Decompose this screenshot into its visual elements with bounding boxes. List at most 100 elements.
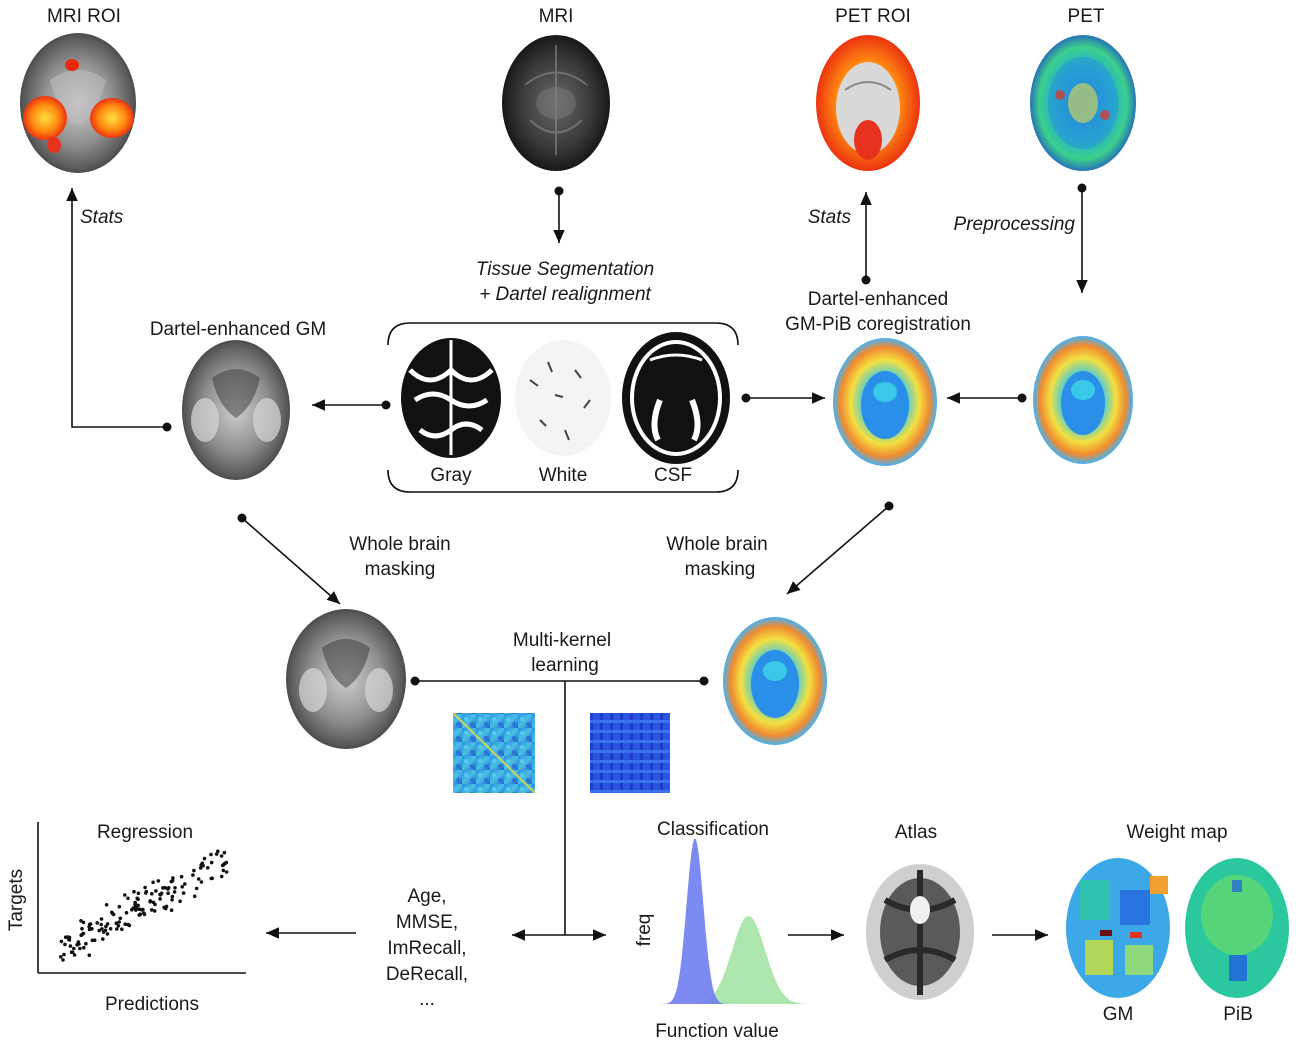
weight-map-title: Weight map bbox=[1126, 822, 1227, 843]
weight-map-label-gm: GM bbox=[1103, 1004, 1134, 1025]
regression-point bbox=[219, 854, 224, 858]
tissue-label-white: White bbox=[539, 465, 588, 486]
regression-point bbox=[126, 922, 130, 927]
regression-point bbox=[196, 877, 201, 881]
regression-point bbox=[135, 896, 139, 901]
label-dartel-gm: Dartel-enhanced GM bbox=[150, 319, 326, 340]
regression-point bbox=[219, 874, 224, 879]
regression-scatter-plot bbox=[37, 822, 246, 974]
regression-point bbox=[142, 912, 147, 917]
regression-point bbox=[179, 874, 184, 879]
regression-point bbox=[170, 898, 174, 902]
regression-point bbox=[222, 850, 227, 855]
regression-point bbox=[82, 945, 86, 950]
regression-point bbox=[105, 932, 110, 936]
regression-point bbox=[97, 928, 101, 933]
regression-point bbox=[120, 927, 124, 931]
regression-point bbox=[163, 906, 168, 911]
regression-point bbox=[201, 863, 205, 868]
tissue-label-csf: CSF bbox=[654, 465, 692, 486]
regression-point bbox=[216, 849, 220, 854]
regression-point bbox=[152, 909, 157, 913]
label-mri-roi: MRI ROI bbox=[47, 6, 121, 27]
regression-point bbox=[68, 944, 73, 948]
regression-point bbox=[191, 873, 195, 877]
classification-xlabel: Function value bbox=[655, 1021, 779, 1042]
arrow-gm-to-mri-roi bbox=[66, 188, 167, 428]
regression-point bbox=[104, 903, 109, 907]
regression-point bbox=[123, 893, 127, 897]
regression-point bbox=[100, 927, 104, 931]
regression-point bbox=[209, 876, 214, 881]
regression-point bbox=[180, 885, 184, 889]
regression-point bbox=[76, 940, 81, 944]
regression-point bbox=[101, 930, 106, 934]
regression-point bbox=[92, 938, 97, 942]
regression-point bbox=[170, 894, 175, 899]
regression-ylabel: Targets bbox=[6, 869, 27, 931]
regression-point bbox=[72, 953, 77, 957]
label-dartel-realignment: + Dartel realignment bbox=[479, 284, 651, 305]
weight-map-gm-image bbox=[1066, 858, 1170, 998]
regression-title: Regression bbox=[97, 822, 193, 843]
label-stats-left: Stats bbox=[80, 207, 124, 228]
target-item-derecall: DeRecall, bbox=[386, 964, 468, 985]
masked-gm-brain-image bbox=[286, 609, 406, 749]
regression-point bbox=[101, 937, 105, 941]
atlas-title: Atlas bbox=[895, 822, 937, 843]
regression-point bbox=[173, 886, 177, 890]
regression-point bbox=[166, 891, 170, 895]
regression-point bbox=[110, 910, 114, 915]
regression-point bbox=[194, 886, 199, 891]
regression-point bbox=[169, 908, 174, 912]
regression-point bbox=[154, 889, 158, 893]
regression-point bbox=[153, 902, 157, 907]
label-masking-right-2: masking bbox=[685, 559, 756, 580]
regression-point bbox=[99, 917, 104, 921]
label-stats-right: Stats bbox=[808, 207, 852, 228]
segmentation-bracket-bottom bbox=[387, 469, 739, 493]
regression-point bbox=[163, 885, 167, 890]
white-matter-segment-image bbox=[515, 340, 611, 456]
regression-point bbox=[117, 920, 121, 924]
regression-point bbox=[158, 897, 162, 901]
mri-brain-image bbox=[502, 35, 610, 171]
regression-point bbox=[116, 924, 121, 928]
mri-roi-brain-image bbox=[20, 33, 136, 173]
regression-point bbox=[95, 921, 99, 925]
regression-point bbox=[205, 866, 210, 870]
regression-point bbox=[105, 922, 110, 926]
label-multi-kernel: Multi-kernel bbox=[513, 630, 611, 651]
label-masking-right-1: Whole brain bbox=[666, 534, 767, 555]
label-mri: MRI bbox=[539, 6, 574, 27]
label-preprocessing: Preprocessing bbox=[954, 214, 1076, 235]
coregistered-pet-brain-image bbox=[833, 338, 937, 466]
regression-point bbox=[114, 921, 119, 925]
target-item-age: Age, bbox=[407, 886, 446, 907]
regression-point bbox=[192, 868, 196, 873]
regression-point bbox=[183, 882, 187, 886]
pib-kernel-matrix bbox=[590, 713, 670, 793]
classification-ylabel: freq bbox=[634, 914, 655, 947]
regression-point bbox=[133, 900, 137, 905]
regression-point bbox=[134, 908, 138, 912]
segmentation-bracket-top bbox=[387, 322, 739, 346]
classification-title: Classification bbox=[657, 819, 769, 840]
regression-point bbox=[141, 907, 145, 912]
preprocessed-pet-brain-image bbox=[1033, 336, 1133, 464]
regression-point bbox=[221, 868, 226, 873]
regression-point bbox=[198, 866, 203, 870]
regression-point bbox=[181, 891, 186, 895]
regression-point bbox=[199, 880, 204, 884]
dartel-gm-brain-image bbox=[182, 340, 290, 480]
weight-map-label-pib: PiB bbox=[1223, 1004, 1253, 1025]
regression-point bbox=[80, 926, 84, 931]
regression-point bbox=[192, 894, 197, 899]
label-gm-pib-coregistration: GM-PiB coregistration bbox=[785, 314, 971, 335]
atlas-brain-image bbox=[866, 864, 974, 1000]
target-item-more: ... bbox=[419, 989, 435, 1010]
regression-point bbox=[81, 931, 86, 936]
regression-point bbox=[149, 908, 154, 912]
regression-point bbox=[209, 852, 213, 857]
